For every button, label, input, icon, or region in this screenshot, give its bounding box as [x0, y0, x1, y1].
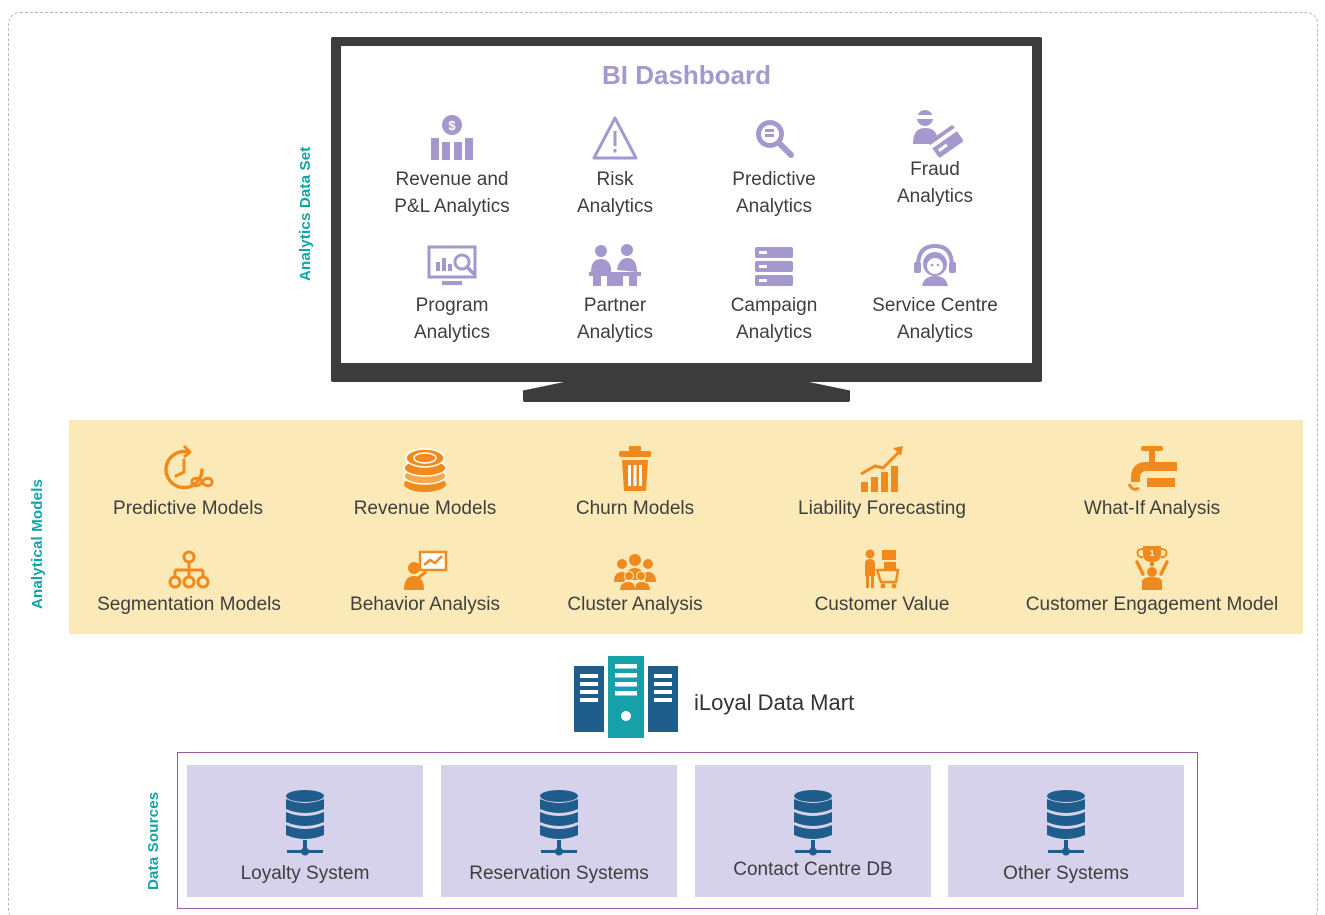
model-revenue: Revenue Models	[343, 444, 507, 520]
model-label: Behavior Analysis	[350, 594, 500, 615]
model-what-if: What-If Analysis	[1071, 444, 1233, 520]
trash-bin-icon	[619, 446, 651, 491]
monitor-chart-icon	[427, 245, 477, 285]
datamart-label: iLoyal Data Mart	[694, 690, 855, 715]
bi-item-label: Service Centre Analytics	[872, 295, 998, 343]
model-label: What-If Analysis	[1083, 498, 1221, 519]
bi-dashboard-screen: BI Dashboard $ Revenue and P&L Analytics…	[341, 46, 1032, 363]
bi-dashboard-title: BI Dashboard	[601, 60, 772, 90]
database-icon	[286, 790, 324, 856]
model-liability: Liability Forecasting	[785, 442, 979, 520]
revenue-chart-icon: $	[431, 115, 473, 160]
model-customer-value: Customer Value	[804, 546, 960, 616]
bi-item-risk: Risk Analytics	[530, 114, 700, 220]
model-label: Segmentation Models	[97, 594, 281, 615]
source-loyalty-system: Loyalty System	[187, 765, 423, 897]
source-label: Loyalty System	[240, 863, 370, 884]
side-label-analytics-data-set: Analytics Data Set	[297, 146, 314, 281]
bi-item-label: Campaign Analytics	[730, 295, 818, 343]
source-label: Other Systems	[1003, 863, 1129, 884]
model-label: Customer Value	[814, 594, 950, 615]
svg-text:$: $	[448, 118, 456, 133]
hierarchy-icon	[168, 550, 210, 589]
model-churn: Churn Models	[563, 444, 707, 520]
server-rack-icon	[574, 656, 678, 738]
bi-item-label: Revenue and P&L Analytics	[394, 169, 510, 217]
fraud-card-icon	[913, 110, 963, 158]
model-label: Customer Engagement Model	[1025, 594, 1279, 615]
model-behavior: Behavior Analysis	[340, 550, 510, 616]
bi-item-program: Program Analytics	[367, 244, 537, 346]
model-label: Liability Forecasting	[798, 498, 966, 519]
source-other-systems: Other Systems	[948, 765, 1184, 897]
pipe-valve-icon	[1127, 446, 1177, 491]
model-predictive: Predictive Models	[100, 444, 276, 520]
model-label: Revenue Models	[353, 498, 497, 519]
monitor-stand	[523, 381, 850, 402]
coin-stack-icon	[403, 448, 447, 492]
database-icon	[794, 790, 832, 856]
bi-item-label: Risk Analytics	[576, 169, 654, 217]
bi-item-predictive: Predictive Analytics	[689, 114, 859, 220]
diagram-frame	[8, 12, 1318, 915]
database-icon	[1047, 790, 1085, 856]
bi-item-partner: Partner Analytics	[530, 242, 700, 346]
data-sources-frame	[177, 752, 1198, 909]
database-icon	[540, 790, 578, 856]
model-segmentation: Segmentation Models	[84, 550, 294, 616]
growth-bars-icon	[860, 446, 903, 492]
warning-triangle-icon	[592, 116, 638, 160]
stack-list-icon	[755, 247, 793, 286]
source-label: Reservation Systems	[469, 863, 649, 884]
bi-item-label: Partner Analytics	[576, 295, 654, 343]
partners-meeting-icon	[589, 244, 641, 286]
bi-item-label: Predictive Analytics	[732, 169, 816, 217]
bi-item-service-centre: Service Centre Analytics	[850, 242, 1020, 346]
svg-text:1: 1	[1150, 549, 1155, 558]
trophy-person-icon: 1	[1135, 546, 1169, 590]
magnifier-icon	[756, 120, 794, 158]
source-contact-centre-db: Contact Centre DB	[695, 765, 931, 897]
model-cluster: Cluster Analysis	[558, 552, 712, 616]
source-label: Contact Centre DB	[733, 859, 893, 880]
bi-item-fraud: Fraud Analytics	[850, 104, 1020, 210]
model-label: Churn Models	[575, 498, 695, 519]
bi-item-label: Program Analytics	[413, 295, 491, 343]
presenter-icon	[404, 550, 448, 590]
source-reservation-systems: Reservation Systems	[441, 765, 677, 897]
model-label: Cluster Analysis	[567, 594, 703, 615]
bi-item-revenue: $ Revenue and P&L Analytics	[367, 114, 537, 220]
bi-dashboard-monitor: BI Dashboard $ Revenue and P&L Analytics…	[331, 37, 1042, 382]
cart-shopper-icon	[865, 549, 900, 589]
model-customer-engagement: 1 Customer Engagement Model	[1011, 544, 1293, 616]
side-label-analytical-models: Analytical Models	[29, 478, 46, 609]
headset-agent-icon	[914, 243, 956, 286]
clock-infinity-icon	[164, 444, 214, 490]
people-group-icon	[614, 554, 656, 590]
analytical-models-band	[69, 420, 1303, 634]
bi-item-label: Fraud Analytics	[896, 159, 974, 207]
model-label: Predictive Models	[113, 498, 263, 519]
bi-item-campaign: Campaign Analytics	[689, 244, 859, 346]
side-label-data-sources: Data Sources	[145, 791, 162, 890]
